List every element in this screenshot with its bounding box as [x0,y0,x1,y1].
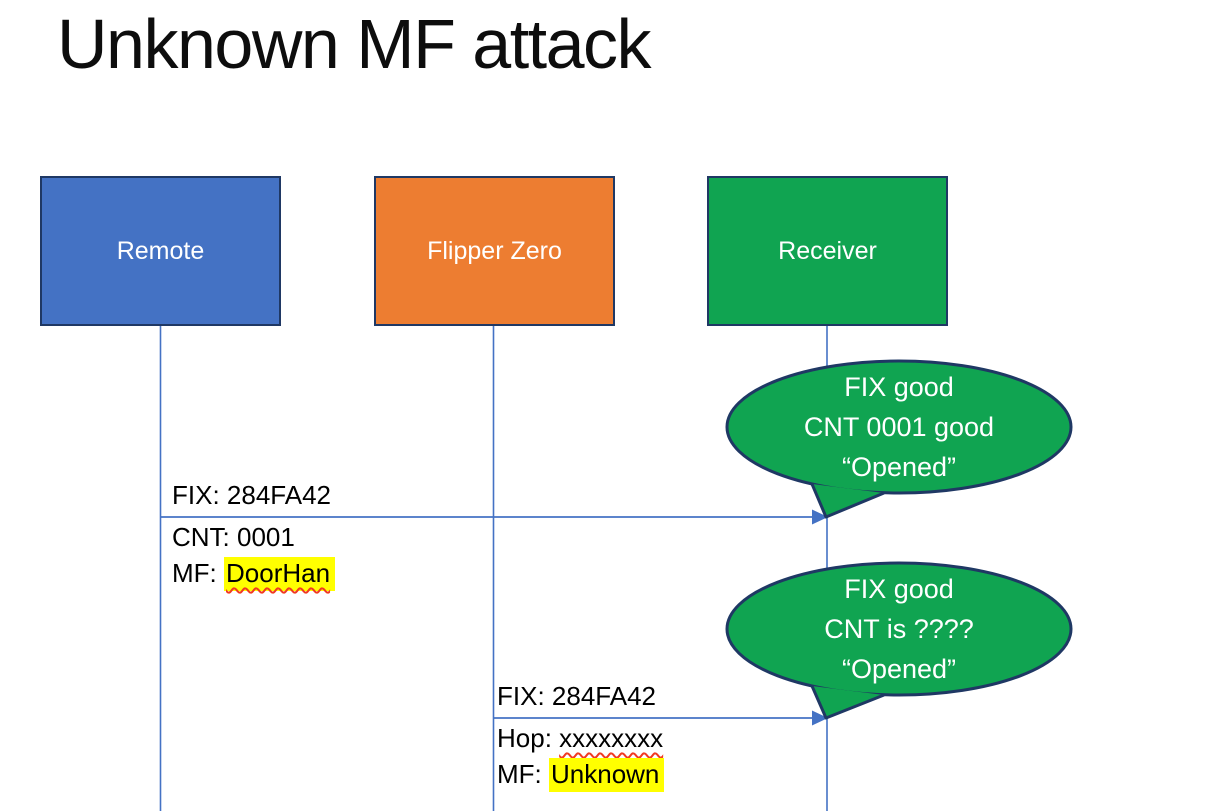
callout2-line1: FIX good [844,574,954,604]
callout1-bubble [725,359,1073,519]
message1-fix-label: FIX: 284FA42 [172,480,331,510]
message2-hop-label: Hop: xxxxxxxx [497,722,663,754]
actor-box-receiver: Receiver [707,176,948,326]
callout1-text: FIX good CNT 0001 good “Opened” [727,367,1071,487]
message1-arrowhead [812,509,828,525]
message1-mf-label: MF: DoorHan [172,557,336,591]
message2-hop-prefix: Hop: [497,723,560,753]
callout2-line2: CNT is ???? [824,614,974,644]
callout1-line3: “Opened” [841,452,957,482]
callout2-line3: “Opened” [841,654,957,684]
message2-mf-prefix: MF: [497,759,549,789]
actor-label-remote: Remote [116,236,205,265]
callout2-text: FIX good CNT is ???? “Opened” [727,569,1071,689]
callout1-line1: FIX good [844,372,954,402]
message2-hop-value: xxxxxxxx [559,723,664,753]
actor-label-receiver: Receiver [778,236,877,265]
message1-mf-value-highlighted: DoorHan [224,557,336,591]
message2-mf-label: MF: Unknown [497,758,665,792]
slide-title: Unknown MF attack [57,5,652,83]
message1-cnt-label: CNT: 0001 [172,522,295,552]
actor-box-remote: Remote [40,176,281,326]
message2-arrowhead [812,710,828,726]
callout1-line2: CNT 0001 good [803,412,995,442]
actor-label-flipper-zero: Flipper Zero [427,236,562,265]
message2-fix-label: FIX: 284FA42 [497,681,656,711]
callout2-bubble [725,561,1073,720]
actor-box-flipper-zero: Flipper Zero [374,176,615,326]
message2-mf-value-highlighted: Unknown [549,758,665,792]
message1-mf-prefix: MF: [172,558,224,588]
